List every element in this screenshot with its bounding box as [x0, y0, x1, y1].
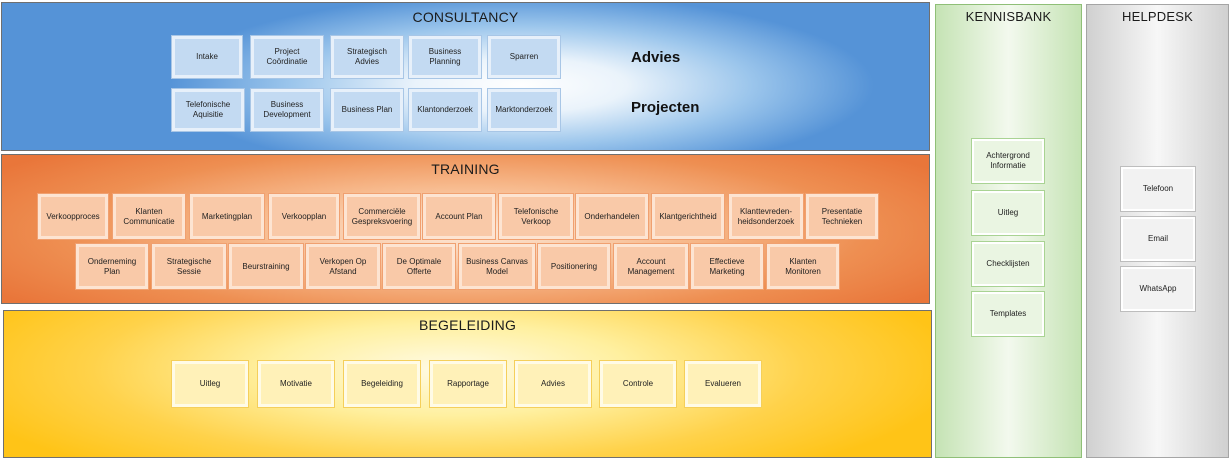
begeleiding-title: BEGELEIDING: [418, 317, 517, 333]
training-effectieve-marketing[interactable]: Effectieve Marketing: [691, 244, 763, 289]
training-onderhandelen[interactable]: Onderhandelen: [576, 194, 648, 239]
helpdesk-panel: HELPDESK Telefoon Email WhatsApp: [1086, 4, 1229, 458]
consultancy-klantonderzoek[interactable]: Klantonderzoek: [409, 89, 481, 131]
helpdesk-whatsapp[interactable]: WhatsApp: [1121, 267, 1195, 311]
helpdesk-email[interactable]: Email: [1121, 217, 1195, 261]
begeleiding-uitleg[interactable]: Uitleg: [172, 361, 248, 407]
begeleiding-begeleiding[interactable]: Begeleiding: [344, 361, 420, 407]
consultancy-title: CONSULTANCY: [412, 9, 519, 25]
training-onderneming-plan[interactable]: Onderneming Plan: [76, 244, 148, 289]
begeleiding-rapportage[interactable]: Rapportage: [430, 361, 506, 407]
helpdesk-title: HELPDESK: [1122, 9, 1193, 24]
kennisbank-achtergrond-informatie[interactable]: Achtergrond Informatie: [972, 139, 1044, 183]
training-presentatie-technieken[interactable]: Presentatie Technieken: [806, 194, 878, 239]
consultancy-panel: CONSULTANCY Intake Project Coördinatie S…: [1, 2, 930, 151]
training-klanten-monitoren[interactable]: Klanten Monitoren: [767, 244, 839, 289]
consultancy-strategisch-advies[interactable]: Strategisch Advies: [331, 36, 403, 78]
training-panel: TRAINING Verkoopproces Klanten Communica…: [1, 154, 930, 304]
training-commerciele-gespreksvoering[interactable]: Commerciële Gespreksvoering: [344, 194, 420, 239]
training-business-canvas-model[interactable]: Business Canvas Model: [459, 244, 535, 289]
training-verkoopproces[interactable]: Verkoopproces: [38, 194, 108, 239]
consultancy-business-development[interactable]: Business Development: [251, 89, 323, 131]
kennisbank-uitleg[interactable]: Uitleg: [972, 191, 1044, 235]
consultancy-project-coordinatie[interactable]: Project Coördinatie: [251, 36, 323, 78]
training-klantgerichtheid[interactable]: Klantgerichtheid: [652, 194, 724, 239]
consultancy-business-plan[interactable]: Business Plan: [331, 89, 403, 131]
kennisbank-title: KENNISBANK: [965, 9, 1052, 24]
training-account-plan[interactable]: Account Plan: [423, 194, 495, 239]
consultancy-sparren[interactable]: Sparren: [488, 36, 560, 78]
begeleiding-evalueren[interactable]: Evalueren: [685, 361, 761, 407]
training-title: TRAINING: [431, 161, 500, 177]
training-account-management[interactable]: Account Management: [614, 244, 688, 289]
begeleiding-advies[interactable]: Advies: [515, 361, 591, 407]
training-de-optimale-offerte[interactable]: De Optimale Offerte: [383, 244, 455, 289]
kennisbank-checklijsten[interactable]: Checklijsten: [972, 242, 1044, 286]
training-telefonische-verkoop[interactable]: Telefonische Verkoop: [499, 194, 573, 239]
training-strategische-sessie[interactable]: Strategische Sessie: [152, 244, 226, 289]
kennisbank-panel: KENNISBANK Achtergrond Informatie Uitleg…: [935, 4, 1082, 458]
advies-label: Advies: [631, 49, 681, 66]
training-beurstraining[interactable]: Beurstraining: [229, 244, 303, 289]
begeleiding-motivatie[interactable]: Motivatie: [258, 361, 334, 407]
begeleiding-panel: BEGELEIDING Uitleg Motivatie Begeleiding…: [3, 310, 932, 458]
projecten-label: Projecten: [631, 99, 700, 116]
training-verkopen-op-afstand[interactable]: Verkopen Op Afstand: [306, 244, 380, 289]
consultancy-business-planning[interactable]: Business Planning: [409, 36, 481, 78]
kennisbank-templates[interactable]: Templates: [972, 292, 1044, 336]
consultancy-intake[interactable]: Intake: [172, 36, 242, 78]
training-klanten-communicatie[interactable]: Klanten Communicatie: [113, 194, 185, 239]
consultancy-marktonderzoek[interactable]: Marktonderzoek: [488, 89, 560, 131]
helpdesk-telefoon[interactable]: Telefoon: [1121, 167, 1195, 211]
training-positionering[interactable]: Positionering: [538, 244, 610, 289]
begeleiding-controle[interactable]: Controle: [600, 361, 676, 407]
consultancy-telefonische-aquisitie[interactable]: Telefonische Aquisitie: [172, 89, 244, 131]
training-verkoopplan[interactable]: Verkoopplan: [269, 194, 339, 239]
training-klanttevredenheidsonderzoek[interactable]: Klanttevreden- heidsonderzoek: [729, 194, 803, 239]
training-marketingplan[interactable]: Marketingplan: [190, 194, 264, 239]
